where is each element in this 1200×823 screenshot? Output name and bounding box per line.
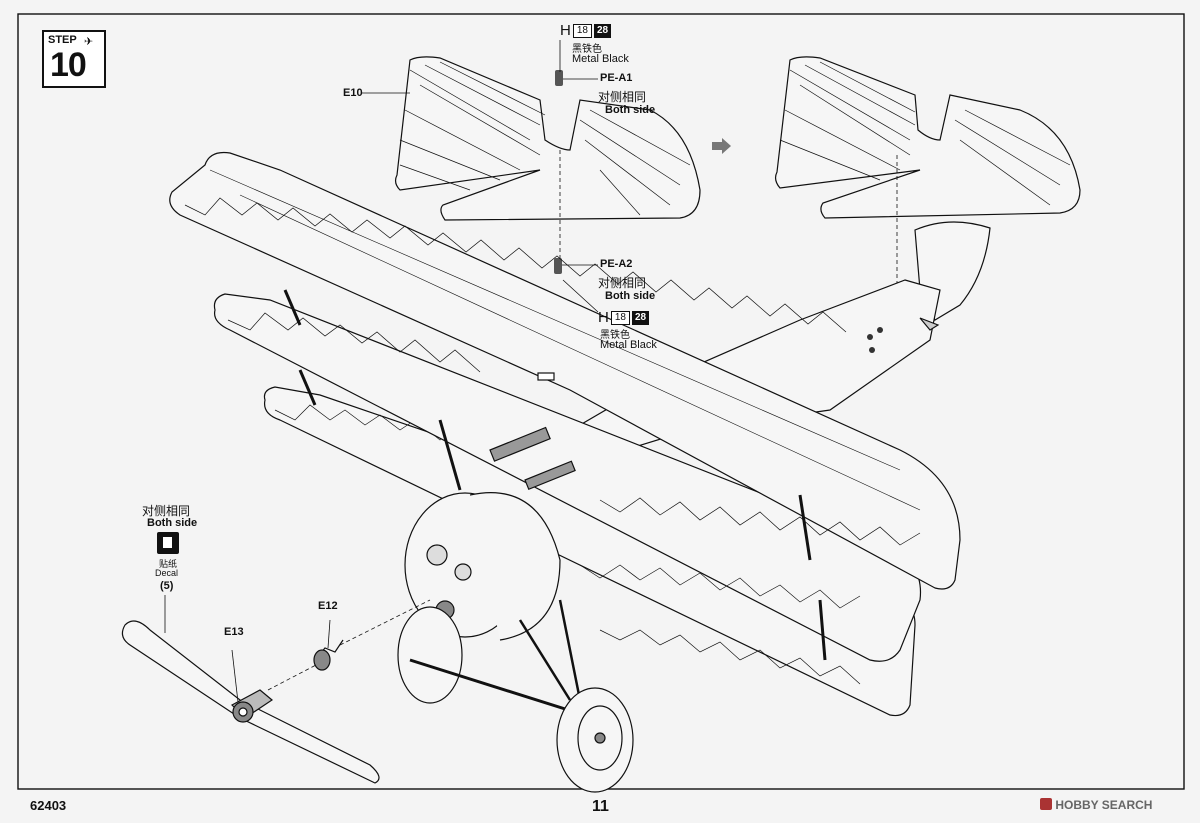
paint-bottom-en: Metal Black	[600, 339, 657, 351]
pe-a1-both-side-cn: 对侧相同	[598, 90, 647, 104]
decal-en: Decal	[155, 568, 179, 578]
paint-letter: H	[560, 22, 571, 39]
paint-callout-top: H 18 28	[560, 22, 612, 39]
paint-top-cn: 黑铁色	[572, 44, 602, 55]
paint-code-1: 18	[572, 23, 592, 38]
decal-both-side-en: Both side	[147, 517, 198, 529]
watermark-text: HOBBY SEARCH	[1055, 798, 1153, 812]
decal-icon	[157, 532, 179, 554]
decal-cn: 贴纸	[159, 559, 178, 569]
part-label-e12: E12	[318, 600, 338, 612]
upper-wing	[169, 151, 961, 590]
step-number: 10	[50, 46, 87, 84]
decal-number: (5)	[160, 580, 174, 592]
pe-a2-both-side-en: Both side	[605, 290, 656, 302]
page-number: 11	[592, 798, 609, 815]
watermark: HOBBY SEARCH	[1040, 798, 1152, 812]
paint-code-2: 28	[631, 310, 650, 325]
watermark-logo-icon	[1040, 798, 1052, 810]
plane-arrow-icon: ✈	[84, 36, 94, 48]
machine-guns	[489, 426, 576, 491]
propeller-exploded	[121, 92, 431, 784]
paint-letter: H	[598, 309, 609, 326]
part-label-e10: E10	[343, 87, 363, 99]
pe-a1-both-side-en: Both side	[605, 104, 656, 116]
tailplane-installed	[774, 56, 1081, 285]
part-label-pe-a2: PE-A2	[600, 258, 633, 270]
kit-number: 62403	[30, 798, 67, 813]
paint-top-en: Metal Black	[572, 53, 629, 65]
decal-both-side-cn: 对侧相同	[142, 504, 191, 518]
part-label-e13: E13	[224, 626, 244, 638]
tailplane-exploded	[394, 40, 701, 313]
paint-code-2: 28	[593, 23, 612, 38]
wing-struts	[283, 289, 827, 661]
middle-wing	[213, 293, 922, 662]
engine-cowling	[404, 492, 561, 641]
step-word: STEP	[48, 34, 77, 46]
paint-bottom-cn: 黑铁色	[600, 330, 630, 341]
pe-a2-both-side-cn: 对侧相同	[598, 276, 647, 290]
paint-callout-bottom: H 18 28	[598, 309, 650, 326]
part-label-pe-a1: PE-A1	[600, 72, 633, 84]
landing-gear	[397, 599, 634, 793]
paint-code-1: 18	[610, 310, 630, 325]
step-badge: STEP ✈ 10	[42, 30, 106, 88]
